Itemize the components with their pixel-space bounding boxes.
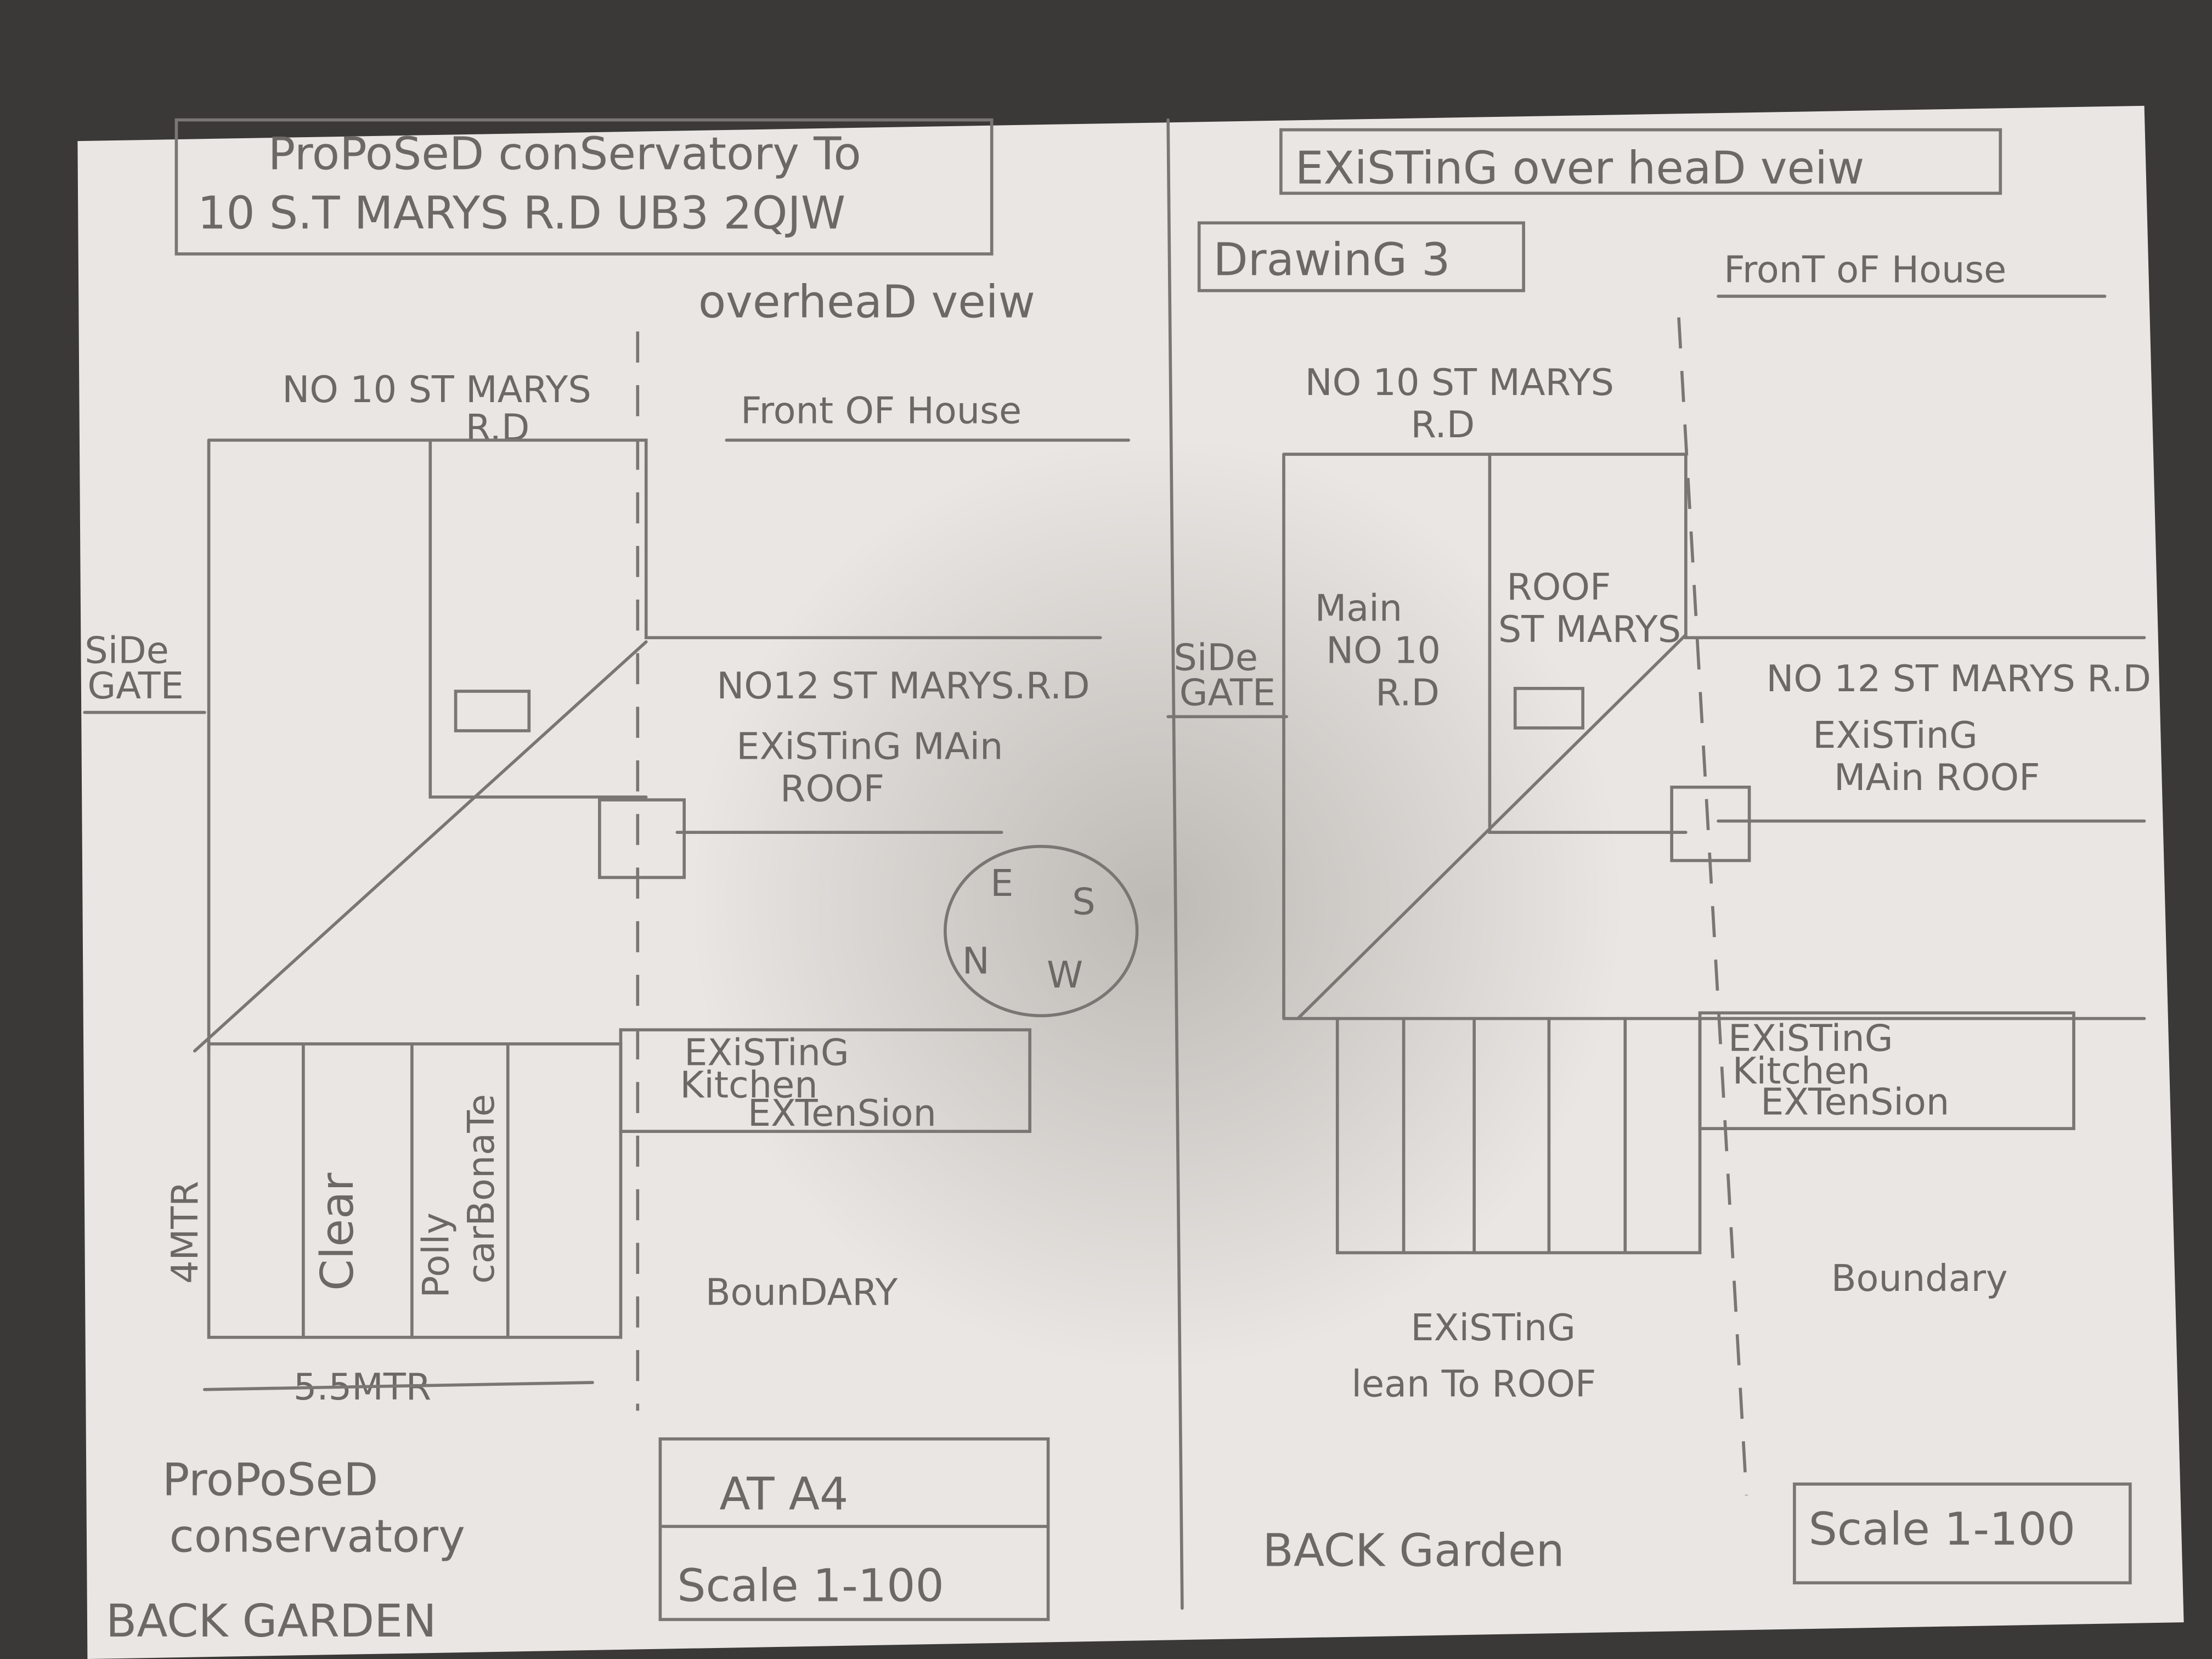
chimney-icon bbox=[598, 798, 686, 879]
proposed-conservatory bbox=[207, 1042, 623, 1339]
lean-to-roof bbox=[1335, 1017, 1702, 1255]
boundary-line bbox=[1677, 317, 1748, 1496]
svg-text:SiDe: SiDe bbox=[1173, 636, 1258, 679]
proposed-label: ProPoSeD bbox=[162, 1454, 379, 1506]
neighbour-roof-label: EXiSTinG MAin bbox=[736, 725, 1003, 768]
view-label: overheaD veiw bbox=[698, 276, 1035, 329]
svg-text:E: E bbox=[990, 862, 1013, 905]
neighbour-roof-label-2: ROOF bbox=[780, 768, 884, 810]
svg-text:R.D: R.D bbox=[1410, 403, 1475, 446]
svg-text:lean To ROOF: lean To ROOF bbox=[1351, 1363, 1596, 1406]
svg-text:N: N bbox=[962, 939, 990, 982]
front-of-house-label: FronT oF House bbox=[1724, 248, 2006, 291]
shadow bbox=[691, 437, 1623, 1369]
svg-text:NO 10 ST MARYS: NO 10 ST MARYS bbox=[1305, 361, 1615, 404]
chimney-icon bbox=[454, 690, 531, 732]
fold-divider bbox=[1166, 118, 1184, 1610]
svg-text:Main: Main bbox=[1315, 586, 1403, 629]
chimney-icon bbox=[1513, 687, 1584, 730]
kitchen-extension bbox=[1698, 1011, 2075, 1130]
svg-text:S: S bbox=[1072, 880, 1095, 923]
compass-icon: E S N W bbox=[944, 845, 1139, 1018]
right-drawing-existing: EXiSTinG over heaD veiw DrawinG 3 FronT … bbox=[1166, 128, 2151, 1584]
scale-box bbox=[1793, 1482, 2132, 1584]
panel-poly-label: Polly bbox=[415, 1212, 458, 1298]
svg-text:ST MARYS: ST MARYS bbox=[1498, 608, 1681, 651]
scale-label: Scale 1-100 bbox=[677, 1560, 944, 1612]
svg-text:EXiSTinG: EXiSTinG bbox=[684, 1031, 849, 1074]
svg-text:EXTenSion: EXTenSion bbox=[1760, 1080, 1949, 1123]
svg-text:GATE: GATE bbox=[1180, 672, 1276, 714]
panel-carbonate-label: carBonaTe bbox=[460, 1094, 503, 1284]
svg-text:EXiSTinG: EXiSTinG bbox=[1410, 1306, 1576, 1349]
title: EXiSTinG over heaD veiw bbox=[1295, 142, 1865, 194]
side-gate-label: SiDe bbox=[84, 629, 169, 672]
house-label: NO 10 ST MARYS bbox=[282, 368, 591, 411]
back-garden-label: BACK GARDEN bbox=[106, 1595, 437, 1647]
title-line-1: ProPoSeD conServatory To bbox=[268, 128, 861, 180]
svg-text:EXTenSion: EXTenSion bbox=[748, 1092, 936, 1135]
svg-text:ROOF: ROOF bbox=[1506, 566, 1611, 608]
svg-text:EXiSTinG: EXiSTinG bbox=[1728, 1017, 1893, 1060]
paper-size-label: AT A4 bbox=[719, 1468, 848, 1520]
title-box bbox=[174, 118, 994, 256]
svg-text:W: W bbox=[1047, 953, 1083, 996]
svg-text:EXiSTinG: EXiSTinG bbox=[1813, 714, 1978, 757]
svg-text:MAin ROOF: MAin ROOF bbox=[1834, 756, 2040, 799]
svg-text:NO 12 ST MARYS R.D: NO 12 ST MARYS R.D bbox=[1766, 657, 2151, 700]
scale-box bbox=[658, 1437, 1050, 1621]
panel-clear-label: Clear bbox=[312, 1173, 364, 1291]
drawing-number: DrawinG 3 bbox=[1213, 234, 1450, 286]
svg-text:NO 10: NO 10 bbox=[1326, 629, 1441, 672]
svg-text:Kitchen: Kitchen bbox=[1733, 1049, 1870, 1092]
title-line-2: 10 S.T MARYS R.D UB3 2QJW bbox=[198, 188, 845, 240]
title-box bbox=[1279, 128, 2002, 195]
neighbour-label: NO12 ST MARYS.R.D bbox=[716, 664, 1090, 707]
boundary-label: Boundary bbox=[1831, 1257, 2008, 1300]
svg-text:Kitchen: Kitchen bbox=[680, 1064, 817, 1107]
front-of-house-label: Front OF House bbox=[741, 389, 1022, 432]
scale-label: Scale 1-100 bbox=[1809, 1504, 2076, 1556]
roof-outline bbox=[1282, 453, 2146, 1020]
boundary-label: BounDARY bbox=[706, 1271, 898, 1314]
svg-text:R.D: R.D bbox=[1375, 672, 1440, 714]
depth-dimension: 4MTR bbox=[163, 1181, 206, 1284]
side-gate-label-2: GATE bbox=[87, 664, 183, 707]
left-drawing-proposed: ProPoSeD conServatory To 10 S.T MARYS R.… bbox=[83, 118, 1139, 1647]
roof-outline bbox=[193, 438, 1102, 1053]
back-garden-label: BACK Garden bbox=[1262, 1525, 1564, 1577]
house-label-rd: R.D bbox=[466, 406, 530, 449]
drawing-number-box bbox=[1197, 221, 1525, 292]
kitchen-extension bbox=[619, 1028, 1031, 1133]
chimney-icon bbox=[1670, 786, 1751, 862]
proposed-label-2: conservatory bbox=[170, 1511, 465, 1563]
